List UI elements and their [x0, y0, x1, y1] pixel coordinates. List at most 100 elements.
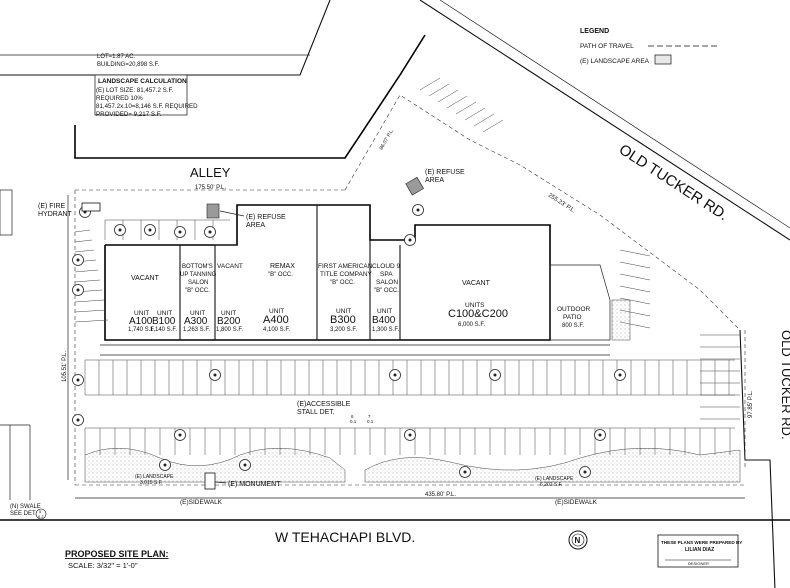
- calc-title: LANDSCAPE CALCULATION: [98, 78, 187, 85]
- bottom-pl-dim: 435.80' P.L.: [425, 492, 456, 498]
- legend-landscape-label: (E) LANDSCAPE AREA: [580, 58, 650, 65]
- unit-b300-name: FIRST AMERICAN: [318, 263, 373, 270]
- unit-label: UNIT: [157, 310, 172, 317]
- tehachapi-label: W TEHACHAPI BLVD.: [275, 529, 415, 545]
- tree-trunk: [163, 463, 167, 467]
- unit-id: B300: [330, 314, 356, 326]
- left-pl-dim: 105.51' P.L.: [62, 351, 68, 382]
- sidewalk-left-label: (E)SIDEWALK: [180, 499, 223, 506]
- unit-a100: UNIT A100 1,740 S.F.: [128, 310, 155, 333]
- landscape-left-label: (E) LANDSCAPE: [135, 474, 174, 480]
- refuse-left-label: AREA: [246, 222, 265, 229]
- tree-trunk: [416, 208, 420, 212]
- unit-label: UNIT: [221, 310, 236, 317]
- unit-b300: UNIT B300 3,200 S.F.: [330, 308, 357, 333]
- parking-stalls: [74, 77, 740, 455]
- unit-id: B200: [217, 316, 241, 327]
- unit-sf: 1,800 S.F.: [216, 327, 243, 333]
- unit-id: C100&C200: [448, 308, 508, 320]
- diagonal-pl-dim: 255.23' P.L.: [547, 193, 577, 215]
- unit-label: UNIT: [190, 310, 205, 317]
- unit-sf: 4,100 S.F.: [263, 327, 290, 333]
- unit-id: A300: [184, 316, 208, 327]
- accessible-stall-label: STALL DET.: [297, 409, 335, 416]
- unit-sf: 1,740 S.F.: [128, 327, 155, 333]
- unit-sf: 1,140 S.F.: [150, 327, 177, 333]
- unit-id: B100: [152, 316, 176, 327]
- unit-id: A100: [129, 316, 153, 327]
- tree-trunk: [243, 463, 247, 467]
- swale-label: SEE DET: [10, 511, 36, 517]
- tree-trunk: [178, 433, 182, 437]
- fire-hydrant-symbol: [81, 202, 101, 212]
- unit-b400-name: SPA: [380, 271, 393, 278]
- tree-trunk: [213, 373, 217, 377]
- unit-b400-name: SALON: [376, 279, 398, 286]
- tree-trunk: [76, 258, 80, 262]
- landscape-calculation: LANDSCAPE CALCULATION (E) LOT SIZE: 81,4…: [94, 74, 198, 118]
- unit-b100-name: BOTTOM'S: [182, 264, 213, 270]
- fire-hydrant-label: HYDRANT: [38, 211, 73, 218]
- calc-line: PROVIDED= 9,217 S.F.: [96, 111, 162, 118]
- unit-sf: 1,263 S.F.: [183, 327, 210, 333]
- stall-line: [74, 249, 95, 253]
- stall-line: [619, 285, 651, 293]
- landscape-left-area: 3,015 S.F.: [140, 480, 163, 486]
- stall-line: [464, 107, 486, 121]
- tree-trunk: [76, 418, 80, 422]
- sidewalk-right-label: (E)SIDEWALK: [555, 499, 598, 506]
- designer-name: LILIAN DIAZ: [685, 547, 714, 553]
- stall-line: [455, 101, 477, 115]
- legend-path-label: PATH OF TRAVEL: [580, 43, 634, 50]
- unit-label: UNITS: [465, 302, 485, 309]
- stall-line: [74, 319, 109, 323]
- unit-b100-name: SALON: [188, 280, 208, 286]
- tree-trunk: [463, 470, 467, 474]
- unit-b200: UNIT B200 1,800 S.F.: [216, 310, 243, 333]
- tree-trunk: [598, 433, 602, 437]
- stall-line: [446, 95, 468, 109]
- building-size: BUILDING=20,898 S.F.: [97, 62, 160, 68]
- unit-b200-name: VACANT: [217, 263, 243, 270]
- tree-trunk: [393, 373, 397, 377]
- unit-a300: UNIT A300 1,263 S.F.: [183, 310, 210, 333]
- unit-b100-name: "B" OCC.: [185, 288, 210, 294]
- stall-line: [74, 229, 91, 233]
- unit-b100-name: UP TANNING: [180, 272, 217, 278]
- plan-title: PROPOSED SITE PLAN:: [65, 549, 169, 559]
- unit-label: UNIT: [134, 310, 149, 317]
- stall-line: [419, 77, 441, 91]
- patio-label: OUTDOOR: [557, 306, 591, 313]
- swale-detail-marker: [35, 508, 47, 520]
- alley-label: ALLEY: [190, 165, 231, 180]
- calc-line: REQUIRED 10%: [96, 95, 143, 102]
- unit-a400-name: REMAX: [270, 263, 295, 270]
- refuse-area-left: [206, 203, 220, 219]
- tree-trunk: [493, 373, 497, 377]
- unit-b400: UNIT B400 1,300 S.F.: [372, 308, 399, 333]
- landscape-right-area: 6,202 S.F.: [540, 482, 563, 488]
- refuse-area-right: [405, 176, 424, 196]
- monument-symbol: [204, 472, 216, 490]
- unit-c100-name: VACANT: [462, 280, 491, 287]
- landscape-areas: [84, 299, 741, 483]
- calc-line: 81,457.2x.10=8,146 S.F. REQUIRED: [96, 103, 198, 110]
- designer-box: THESE PLANS WERE PREPARED BY LILIAN DIAZ…: [657, 534, 742, 568]
- refuse-right-label: (E) REFUSE: [425, 169, 465, 176]
- landscape-right-label: (E) LANDSCAPE: [535, 476, 574, 482]
- detail-ref-6-sheet: 0.1: [350, 419, 357, 424]
- patio-area: 800 S.F.: [562, 323, 584, 329]
- unit-id: B400: [372, 315, 396, 326]
- unit-a400: UNIT A400 4,100 S.F.: [263, 308, 290, 333]
- tree-trunk: [408, 238, 412, 242]
- tree-trunk: [208, 230, 212, 234]
- swale-label: (N) SWALE: [10, 504, 41, 510]
- designer-prepared-by: THESE PLANS WERE PREPARED BY: [661, 540, 742, 545]
- tree-trunk: [583, 470, 587, 474]
- calc-line: (E) LOT SIZE: 81,457.2 S.F.: [96, 87, 174, 94]
- legend-title: LEGEND: [580, 28, 609, 35]
- stall-line: [74, 269, 99, 273]
- monument-label: (E) MONUMENT: [228, 481, 281, 488]
- stall-line: [482, 119, 504, 133]
